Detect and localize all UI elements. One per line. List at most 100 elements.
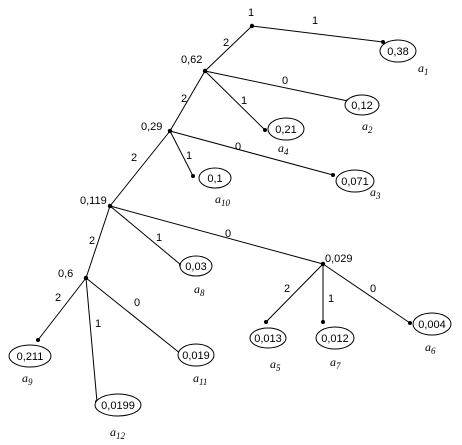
node-point xyxy=(202,68,208,74)
leaf-a10: 0,1 a10 xyxy=(198,167,232,208)
leaf-value: 0,211 xyxy=(17,351,44,363)
edge-arrowhead xyxy=(36,338,40,342)
leaf-value: 0,0199 xyxy=(101,400,135,412)
edge-label: 2 xyxy=(131,152,137,164)
leaf-name-base: a xyxy=(362,119,368,133)
edge-n062-n029 xyxy=(169,70,206,132)
leaf-a11: 0,019 a11 xyxy=(177,343,215,387)
edge-arrowhead xyxy=(408,321,412,325)
leaf-name-base: a xyxy=(270,357,276,371)
leaf-name-base: a xyxy=(215,192,221,206)
edge-label: 1 xyxy=(95,318,101,330)
leaf-value: 0,03 xyxy=(185,261,206,273)
leaf-name-base: a xyxy=(330,355,336,369)
leaf-a2: 0,12 a2 xyxy=(344,94,380,135)
leaf-value: 0,12 xyxy=(351,100,372,112)
edge-arrowhead xyxy=(191,174,195,178)
edge-root-a1 xyxy=(251,25,384,43)
edge-n0029-a6 xyxy=(322,263,411,324)
node-point xyxy=(167,128,173,134)
edge-n0029-a5 xyxy=(265,263,324,323)
leaf-a12: 0,0199 a12 xyxy=(94,393,142,441)
leaf-ellipse xyxy=(379,39,417,63)
leaf-ellipse xyxy=(198,167,232,189)
leaf-name-subscript: 6 xyxy=(431,346,436,356)
edge-n0119-n0029 xyxy=(109,205,324,265)
leaf-value: 0,1 xyxy=(207,173,222,185)
edge-label: 2 xyxy=(223,37,229,49)
leaf-ellipse xyxy=(267,117,305,141)
edge-label: 0 xyxy=(235,141,241,153)
leaf-name: a5 xyxy=(270,357,281,373)
leaf-ellipse xyxy=(8,344,52,368)
leaf-name-subscript: 10 xyxy=(221,198,231,208)
edge-label: 2 xyxy=(55,292,61,304)
leaf-a8: 0,03 a8 xyxy=(179,255,213,298)
edge-label: 0 xyxy=(225,228,231,240)
leaf-name-base: a xyxy=(425,340,431,354)
leaf-name: a8 xyxy=(194,282,205,298)
edge-label: 1 xyxy=(312,15,318,27)
edge-n029-a10 xyxy=(169,130,194,177)
leaf-name-subscript: 11 xyxy=(199,377,207,387)
edge-arrowhead xyxy=(381,40,385,44)
leaf-name-subscript: 5 xyxy=(276,363,281,373)
edge-root-n062 xyxy=(204,25,253,72)
edge-n006-a11 xyxy=(85,277,182,355)
leaf-value: 0,012 xyxy=(321,333,349,345)
leaf-name-subscript: 8 xyxy=(200,288,205,298)
leaf-a7: 0,012 a7 xyxy=(315,326,355,371)
leaf-ellipse xyxy=(179,255,213,277)
edge-n006-a9 xyxy=(37,277,87,341)
node-label: 0,119 xyxy=(80,195,107,207)
node-label: 0,029 xyxy=(325,253,353,265)
edge-arrowhead xyxy=(321,320,325,324)
leaf-name-base: a xyxy=(110,425,116,439)
leaf-name-base: a xyxy=(278,141,284,155)
leaf-value: 0,019 xyxy=(182,350,210,362)
node-label: 0,6 xyxy=(58,268,73,280)
edge-label: 2 xyxy=(284,283,290,295)
leaf-value: 0,004 xyxy=(418,319,446,331)
leaf-name: a7 xyxy=(330,355,341,371)
leaf-name: a10 xyxy=(215,192,231,208)
leaf-name-subscript: 9 xyxy=(28,377,33,387)
edge-n029-n0119 xyxy=(109,130,171,207)
leaf-ellipse xyxy=(177,343,215,367)
leaf-a5: 0,013 a5 xyxy=(249,327,287,373)
leaf-value: 0,013 xyxy=(254,333,282,345)
leaf-name-subscript: 12 xyxy=(116,431,126,441)
leaf-value: 0,21 xyxy=(275,124,296,136)
leaf-ellipse xyxy=(249,327,287,349)
leaf-name-subscript: 7 xyxy=(336,361,341,371)
edge-label: 0 xyxy=(370,283,376,295)
edge-label: 1 xyxy=(241,95,247,107)
node-point xyxy=(320,261,326,267)
leaf-name-subscript: 3 xyxy=(375,191,381,201)
leaf-ellipse xyxy=(94,393,142,417)
leaf-name: a12 xyxy=(110,425,126,441)
edge-arrowhead xyxy=(264,320,268,324)
leaf-value: 0,071 xyxy=(341,176,369,188)
leaf-ellipse xyxy=(344,94,380,116)
leaf-name-base: a xyxy=(22,371,28,385)
edge-n0119-n006 xyxy=(85,205,111,279)
leaf-name-subscript: 1 xyxy=(424,67,429,77)
edge-label: 0 xyxy=(282,75,288,87)
edge-label: 2 xyxy=(181,93,187,105)
edge-n062-a2 xyxy=(204,70,349,102)
edge-arrowhead xyxy=(263,128,267,132)
leaf-name-subscript: 2 xyxy=(368,125,373,135)
edge-n006-a12 xyxy=(85,277,98,403)
leaf-name-base: a xyxy=(194,282,200,296)
node-label: 0,62 xyxy=(181,54,202,66)
edge-arrowhead xyxy=(331,173,335,177)
leaf-name-base: a xyxy=(193,371,199,385)
edge-n029-a3 xyxy=(169,130,334,176)
leaf-name: a4 xyxy=(278,141,289,157)
node-point xyxy=(83,275,89,281)
leaf-ellipse xyxy=(412,312,452,336)
node-label: 1 xyxy=(248,7,254,19)
